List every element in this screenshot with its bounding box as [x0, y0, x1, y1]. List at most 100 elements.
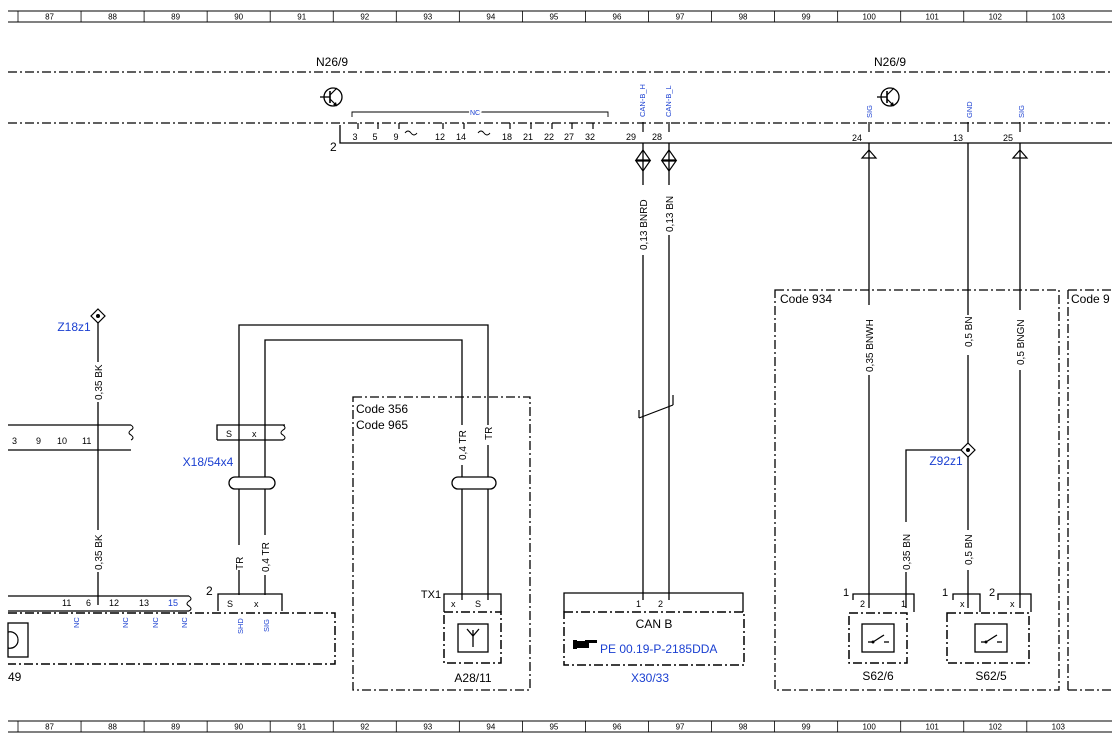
- pin-stubs: [357, 123, 594, 129]
- wire-label-04tr: 0,4 TR: [458, 430, 469, 460]
- nc-bottom: NC: [72, 617, 81, 628]
- pin-label: 21: [523, 132, 533, 142]
- strip-pin: 3: [12, 436, 17, 446]
- pin-label: 12: [435, 132, 445, 142]
- label-mask: [899, 522, 913, 572]
- wire-tr-outer: [238, 324, 489, 600]
- break-symbol: [186, 595, 192, 612]
- bl-pin: 6: [86, 598, 91, 608]
- label-mask: [961, 530, 975, 570]
- z18z1-label: Z18z1: [57, 320, 91, 334]
- column-number: 100: [862, 13, 876, 22]
- can-b-h-label: CAN-B_H: [638, 84, 647, 117]
- bl-connector-2: 2: [206, 584, 213, 598]
- column-number: 93: [423, 13, 432, 22]
- tx1-housing: [443, 593, 502, 612]
- s62-6-connector-label: 1: [843, 587, 849, 599]
- tx1-pin: S: [475, 599, 481, 609]
- pin-25: 25: [1003, 133, 1013, 143]
- column-number: 103: [1052, 723, 1066, 732]
- wire-label-035bn: 0,35 BN: [902, 534, 913, 570]
- wire-label-bn: 0,5 BN: [964, 316, 975, 347]
- s62-5-connector-a: [952, 593, 981, 612]
- bottom-left-connector: [8, 595, 189, 612]
- column-number: 94: [486, 13, 495, 22]
- connector-2-housing: [339, 125, 1112, 144]
- pin-24: 24: [852, 133, 862, 143]
- pin-label: 29: [626, 132, 636, 142]
- column-number: 100: [862, 723, 876, 732]
- tx1-label: TX1: [421, 589, 441, 601]
- sig-bottom-label: SIG: [262, 619, 271, 632]
- column-number: 96: [613, 723, 622, 732]
- wire-label-bngn: 0,5 BNGN: [1016, 319, 1027, 365]
- x18-bottom-pin: x: [254, 599, 259, 609]
- splice-icon: [90, 308, 106, 324]
- transistor-icon: [320, 87, 343, 107]
- tx1-pin: x: [451, 599, 456, 609]
- wire-label-bk: 0,35 BK: [94, 364, 105, 400]
- s62-6-label: S62/6: [862, 669, 894, 683]
- break-symbol: [280, 424, 286, 441]
- break-symbol: [128, 424, 134, 441]
- column-number: 99: [802, 13, 811, 22]
- pin-label: 14: [456, 132, 466, 142]
- column-number: 88: [108, 13, 117, 22]
- nc-bottom: NC: [151, 617, 160, 628]
- pin-label: 32: [585, 132, 595, 142]
- pointing-hand-icon: [573, 640, 597, 649]
- column-number: 87: [45, 723, 54, 732]
- strip-pin: 10: [57, 436, 67, 446]
- shield-sleeve-icon: [228, 476, 276, 490]
- nc-label: NC: [470, 110, 480, 117]
- code-356-965-box: [352, 396, 531, 691]
- label-mask: [1013, 310, 1027, 370]
- column-number: 97: [676, 723, 685, 732]
- splice-icon: [960, 442, 976, 458]
- column-number: 98: [739, 13, 748, 22]
- x18-bottom-pin: S: [227, 599, 233, 609]
- break-symbol: [404, 130, 418, 136]
- wire-label-bnwh: 0,35 BNWH: [865, 319, 876, 372]
- x18-pin: S: [226, 429, 232, 439]
- column-number: 89: [171, 723, 180, 732]
- nc-bracket: [351, 111, 609, 117]
- code-965-label: Code 965: [356, 418, 408, 432]
- column-number: 93: [423, 723, 432, 732]
- pin-label: 28: [652, 132, 662, 142]
- column-number: 103: [1052, 13, 1066, 22]
- label-mask: [232, 545, 246, 570]
- wire-tr-inner: [264, 339, 463, 600]
- twisted-pair-mark: [638, 404, 674, 419]
- column-number: 94: [486, 723, 495, 732]
- x18-connector: [216, 424, 285, 441]
- x18-54x4-label: X18/54x4: [183, 455, 234, 469]
- column-number: 87: [45, 13, 54, 22]
- a28-11-box: [443, 611, 502, 664]
- s62-5-connector-label: 1: [942, 587, 948, 599]
- label-mask: [662, 185, 676, 235]
- x30-33-box: [563, 611, 745, 666]
- x18-bottom-housing: [217, 593, 283, 611]
- s62-6-pin: 2: [860, 599, 865, 609]
- module-symbol: [7, 622, 29, 658]
- column-number: 98: [739, 723, 748, 732]
- column-number: 92: [360, 13, 369, 22]
- s62-5-pin: x: [1010, 599, 1015, 609]
- left-connector-strip: [8, 424, 131, 451]
- s62-5-label: S62/5: [975, 669, 1007, 683]
- pin-label: 18: [502, 132, 512, 142]
- column-number: 90: [234, 723, 243, 732]
- can-pin: 1: [636, 599, 641, 609]
- connector-2-label: 2: [330, 140, 337, 154]
- arrow-up-icon: [860, 149, 1029, 159]
- pin-stubs-right: [642, 122, 1021, 132]
- strip-pin: 11: [82, 436, 91, 446]
- pin-label: 22: [544, 132, 554, 142]
- label-mask: [481, 425, 495, 445]
- pe-reference-link[interactable]: PE 00.19-P-2185DDA: [600, 642, 717, 656]
- strip-pin: 9: [36, 436, 41, 446]
- shd-label: SHD: [236, 618, 245, 634]
- column-number: 102: [989, 13, 1003, 22]
